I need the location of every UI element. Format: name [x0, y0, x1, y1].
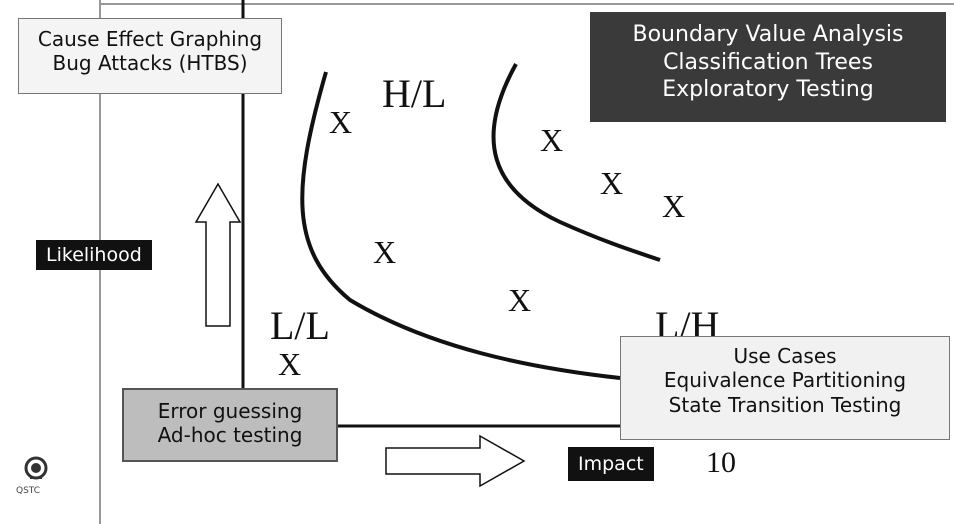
- risk-marker: X: [600, 165, 624, 201]
- risk-curve-low: [300, 71, 621, 380]
- technique-label: Cause Effect Graphing: [37, 27, 263, 51]
- risk-marker: X: [540, 122, 564, 158]
- technique-label: Use Cases: [733, 344, 837, 368]
- risk-marker: X: [508, 282, 532, 318]
- risk-marker: X: [662, 188, 686, 224]
- risk-curve-high: [491, 63, 661, 262]
- impact-label: Impact: [568, 447, 654, 481]
- likelihood-arrow: [194, 182, 242, 327]
- technique-label: Ad-hoc testing: [157, 423, 303, 447]
- zone-label-high-low: H/L: [382, 71, 447, 116]
- technique-label: State Transition Testing: [668, 392, 902, 417]
- technique-label: Bug Attacks (HTBS): [52, 51, 248, 75]
- technique-box-boundary-value: Boundary Value Analysis Classification T…: [590, 12, 946, 122]
- likelihood-label: Likelihood: [36, 240, 152, 270]
- zone-label-low-low: L/L: [270, 303, 330, 348]
- logo-text: QSTC: [16, 486, 41, 496]
- technique-label: Exploratory Testing: [662, 77, 874, 102]
- risk-marker: X: [278, 346, 302, 382]
- impact-scale-max: 10: [706, 446, 736, 479]
- technique-label: Error guessing: [157, 399, 303, 423]
- qstc-logo-icon: [24, 456, 48, 480]
- technique-label: Equivalence Partitioning: [663, 368, 907, 393]
- risk-marker: X: [373, 234, 397, 270]
- technique-box-cause-effect: Cause Effect Graphing Bug Attacks (HTBS): [18, 18, 282, 94]
- risk-marker: X: [329, 104, 353, 140]
- technique-label: Boundary Value Analysis: [632, 22, 904, 47]
- technique-box-use-cases: Use Cases Equivalence Partitioning State…: [620, 336, 950, 440]
- impact-arrow: [385, 434, 526, 488]
- technique-box-error-guessing: Error guessing Ad-hoc testing: [122, 388, 338, 462]
- technique-label: Classification Trees: [663, 49, 873, 75]
